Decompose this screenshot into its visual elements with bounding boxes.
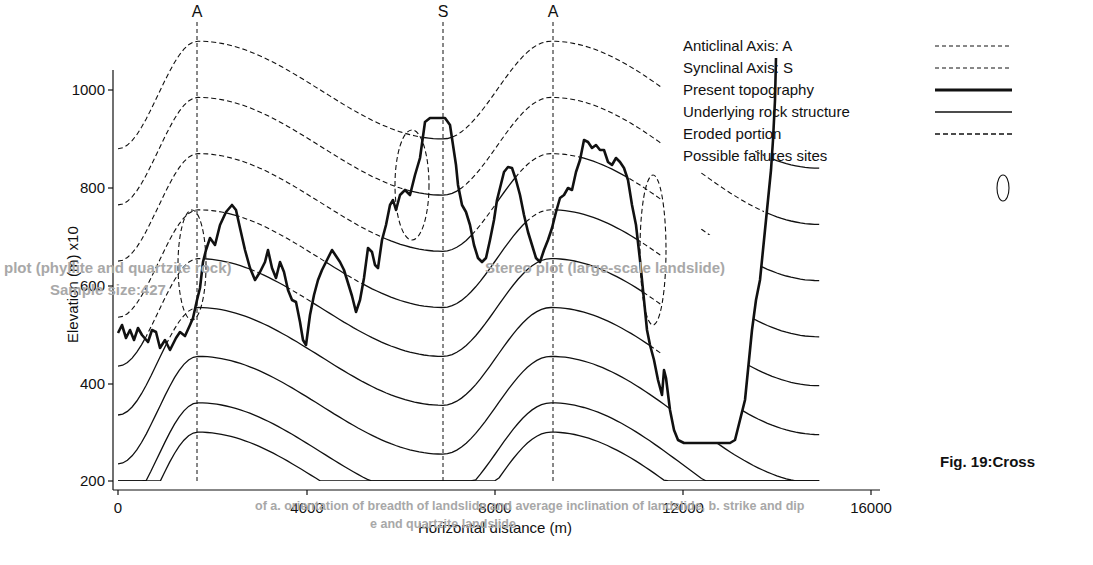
legend-text: Eroded portion: [683, 125, 781, 142]
legend-text: Possible failures sites: [683, 147, 827, 164]
present-topography: [118, 58, 776, 443]
axes: [108, 70, 880, 495]
bleed-text: Sample size:427: [50, 281, 166, 298]
figure-caption: Fig. 19:Cross: [940, 453, 1035, 470]
fold-axes: [197, 22, 553, 481]
eroded-layer: [118, 308, 819, 435]
bleed-text: of a. orientation of breadth of landslid…: [255, 499, 804, 513]
rock-layer: [118, 356, 819, 481]
axis-letter: S: [438, 3, 449, 21]
tick-label: 800: [80, 179, 105, 196]
rock-layer: [118, 432, 819, 481]
eroded-layer: [118, 259, 819, 386]
bleed-text: Stereo plot (large-scale landslide): [485, 259, 725, 276]
legend-text: Present topography: [683, 81, 814, 98]
tick-label: 400: [80, 375, 105, 392]
failure-sites: [178, 130, 666, 325]
axis-letter: A: [548, 3, 559, 21]
tick-label: 16000: [850, 499, 892, 516]
axis-letter: A: [192, 3, 203, 21]
bleed-text: plot (phyllite and quartzite rock): [4, 259, 232, 276]
legend-text: Synclinal Axis: S: [683, 59, 793, 76]
legend-text: Underlying rock structure: [683, 103, 850, 120]
tick-label: 200: [80, 472, 105, 489]
tick-label: 1000: [72, 81, 105, 98]
legend-text: Anticlinal Axis: A: [683, 37, 792, 54]
eroded-layer: [118, 356, 819, 481]
bleed-text: e and quartzite landslide: [370, 517, 516, 531]
rock-layer: [118, 259, 819, 386]
rock-layer: [118, 308, 819, 435]
tick-label: 0: [114, 499, 122, 516]
legend-samples: [935, 46, 1012, 201]
eroded-layer: [118, 432, 819, 481]
